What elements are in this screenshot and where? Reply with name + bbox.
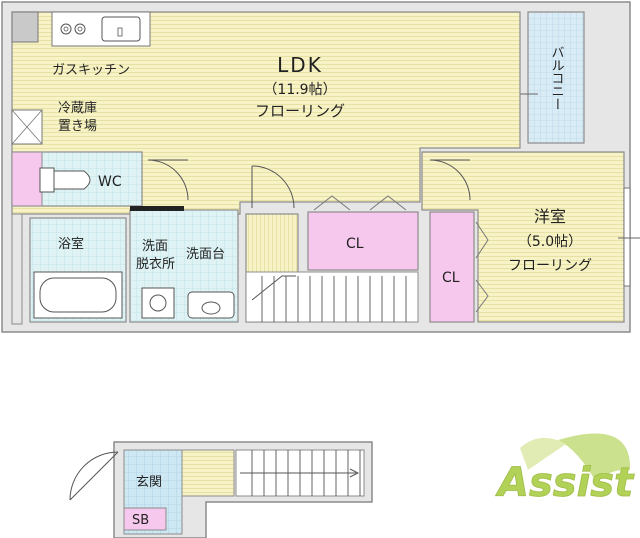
dressing-label-line1: 洗面 bbox=[142, 239, 168, 254]
shoebox bbox=[123, 507, 167, 531]
stairs-1f bbox=[235, 449, 365, 497]
washbasin-icon bbox=[187, 291, 235, 319]
entrance-label: 玄関 bbox=[136, 475, 162, 490]
bathtub-icon bbox=[33, 271, 123, 319]
kitchen-label: ガスキッチン bbox=[52, 63, 130, 78]
western-room-size: （5.0帖） bbox=[518, 234, 582, 250]
dressing-label-line2: 脱衣所 bbox=[136, 256, 175, 272]
closet-ldk bbox=[307, 211, 419, 271]
bath-label: 浴室 bbox=[58, 236, 84, 252]
entrance-door bbox=[69, 451, 119, 501]
pipe-space bbox=[11, 11, 39, 43]
logo-wordmark: Assist bbox=[495, 460, 635, 506]
wc-door bbox=[147, 159, 189, 201]
shoebox-label: SB bbox=[132, 513, 149, 528]
fridge-label-line2: 置き場 bbox=[58, 119, 97, 134]
western-room-door bbox=[429, 159, 471, 201]
entrance-step bbox=[181, 449, 235, 497]
washbasin-label: 洗面台 bbox=[186, 247, 225, 262]
western-room-name: 洋室 bbox=[534, 207, 566, 226]
western-room-floor-type: フローリング bbox=[508, 258, 592, 274]
toilet-icon bbox=[39, 167, 91, 193]
western-window bbox=[623, 187, 631, 287]
wc-label: WC bbox=[98, 174, 122, 190]
hall-door bbox=[251, 165, 295, 209]
ldk-floor-type: フローリング bbox=[255, 102, 345, 120]
balcony-label: バルコニー bbox=[549, 46, 565, 111]
closet-ldk-doors bbox=[313, 195, 407, 211]
closet-western-doors bbox=[475, 221, 489, 313]
balcony bbox=[527, 11, 585, 144]
dressing-door-rail bbox=[130, 206, 184, 211]
washing-machine-icon bbox=[141, 287, 175, 319]
fridge-space bbox=[11, 109, 43, 145]
closet-ldk-label: CL bbox=[346, 236, 364, 252]
closet-western-label: CL bbox=[442, 270, 460, 286]
closet-western bbox=[429, 211, 475, 323]
western-room-floor bbox=[421, 151, 625, 323]
stairs-2f bbox=[245, 271, 419, 323]
sink-icon bbox=[101, 16, 141, 42]
ldk-name: LDK bbox=[277, 53, 323, 77]
gas-stove-icon bbox=[60, 23, 86, 35]
wc-storage bbox=[11, 151, 43, 207]
assist-logo: Assist bbox=[495, 433, 635, 506]
fridge-label-line1: 冷蔵庫 bbox=[58, 101, 97, 116]
wall-segment bbox=[11, 213, 23, 325]
ldk-size: （11.9帖） bbox=[263, 82, 336, 98]
